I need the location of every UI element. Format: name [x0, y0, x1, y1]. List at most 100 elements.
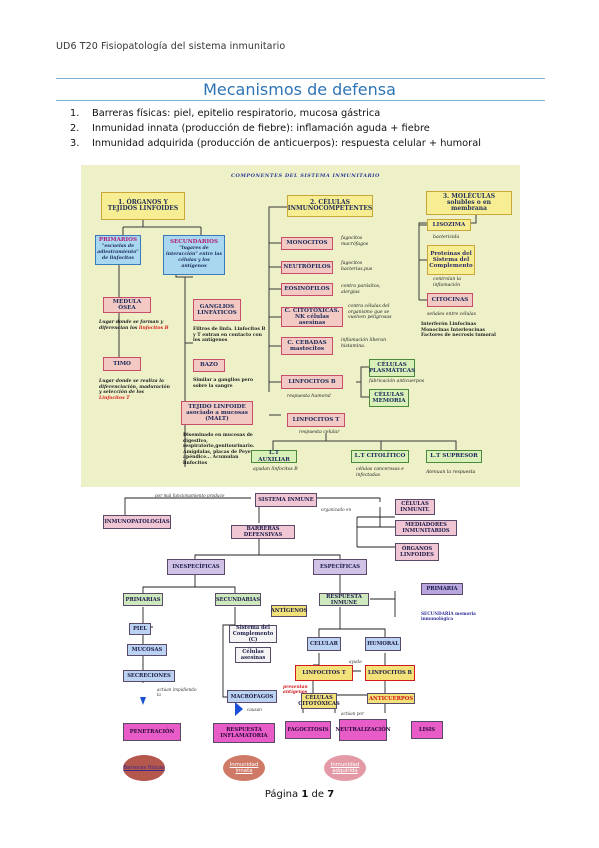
mucosas-box: MUCOSAS: [127, 644, 167, 656]
citocinas-box: CITOCINAS: [427, 293, 473, 307]
title-top-rule: [56, 78, 545, 79]
neutralizacion-box: NEUTRALIZACIÓN: [335, 719, 391, 741]
footer-separator: de: [311, 789, 325, 800]
lisozima-box: LISOZIMA: [427, 219, 471, 231]
tejido-desc: Diseminado en mucosas de digestivo, resp…: [183, 433, 255, 466]
list-item: 1. Barreras físicas: piel, epitelio respi…: [70, 106, 481, 121]
inmunidad-innata-circle: Inmunidad innata: [223, 755, 265, 781]
eosinofilos-box: EOSINÓFILOS: [281, 283, 333, 296]
citolitico-box: L.T CITOLÍTICO: [351, 450, 409, 463]
cebadas-desc: inflamación liberan histamina.: [341, 338, 387, 349]
secundaria-label: SECUNDARIA memoria inmunológica: [421, 611, 476, 621]
citotoxicas2-box: CÉLULAS CITOTÓXICAS: [298, 693, 340, 709]
humoral-box: HUMORAL: [365, 637, 401, 651]
barreras-fisicas-circle: Barreras físicas: [123, 755, 165, 781]
penetracion-box: PENETRACIÓN: [123, 723, 181, 741]
linfb-box: LINFOCITOS B: [281, 375, 343, 389]
defense-list: 1. Barreras físicas: piel, epitelio respi…: [70, 106, 481, 151]
inmunidad-adquirida-circle: Inmunidad adquirida: [324, 755, 366, 781]
footer-total-pages: 7: [327, 789, 335, 800]
ayuda-label: ayuda: [349, 659, 362, 664]
list-number: 3.: [70, 138, 80, 149]
linft-desc: respuesta celular: [299, 430, 340, 435]
asesinas-box: Células asesinas: [235, 647, 271, 663]
auxiliar-desc: ayudan linfocitos B: [253, 467, 298, 472]
inflamatoria-box: RESPUESTA INFLAMATORIA: [213, 723, 275, 743]
medula-desc: Lugar donde se forman y diferencian los …: [99, 320, 169, 331]
diagram1-title: COMPONENTES DEL SISTEMA INMUNITARIO: [231, 173, 380, 179]
plasmaticas-desc: fabricación anticuerpos: [369, 379, 425, 384]
sistema-box: SISTEMA INMUNE: [255, 493, 317, 507]
list-text: Inmunidad innata (producción de fiebre):…: [92, 123, 430, 134]
actuan-label: actúan impidiendo la: [157, 687, 197, 697]
supresor-box: L.T SUPRESOR: [426, 450, 482, 463]
citotoxicas-box: C. CITOTÓXICAS. NK células asesinas: [281, 307, 343, 327]
bazo-desc: Similar a ganglios pero sobre la sangre: [193, 378, 254, 389]
supresor-desc: Atenuan la respuesta: [426, 470, 476, 475]
neutrofilos-desc: fagocitos bacterias,pus: [341, 261, 373, 272]
medula-box: MÉDULA ÓSEA: [103, 297, 151, 313]
mediadores-box: MEDIADORES INMUNITARIOS: [395, 520, 457, 536]
list-text: Barreras físicas: piel, epitelio respira…: [92, 108, 381, 119]
ganglios-box: GANGLIOS LINFÁTICOS: [193, 299, 241, 321]
monocitos-box: MONOCITOS: [281, 237, 333, 250]
timo-desc: Lugar donde se realiza la diferenciación…: [99, 379, 170, 401]
secundarios-box: SECUNDARIOS"lugares de interacción" entr…: [163, 235, 225, 275]
footer-page-number: 1: [301, 789, 309, 800]
inmunopatologias-box: INMUNOPATOLOGÍAS: [103, 515, 171, 529]
primaria-box: PRIMARIA: [421, 583, 463, 595]
list-number: 1.: [70, 108, 80, 119]
citolitico-desc: células cancerosas e infectadas: [356, 467, 404, 478]
footer-prefix: Página: [264, 789, 299, 800]
organizado-label: organizado en: [321, 507, 352, 512]
linft2-box: LINFOCITOS T: [295, 665, 353, 681]
eosinofilos-desc: contra parásitos, alergias: [341, 284, 381, 295]
lisis-box: LISIS: [411, 721, 443, 739]
fagocitosis-box: FAGOCITOSIS: [285, 721, 331, 739]
causan-label: causan: [247, 707, 262, 712]
neutrofilos-box: NEUTRÓFILOS: [281, 261, 333, 274]
barreras-box: BARRERAS DEFENSIVAS: [231, 525, 295, 539]
moleculas-box: 3. MOLÉCULAS solubles o en membrana: [426, 191, 512, 215]
celulas-inmunit-box: CÉLULAS INMUNIT.: [395, 499, 435, 515]
complemento-box: Proteínas del Sistema del Complemento: [427, 245, 475, 275]
linfb2-box: LINFOCITOS B: [365, 665, 415, 681]
mal-func-label: por mal funcionamiento produce: [155, 493, 225, 498]
timo-box: TIMO: [103, 357, 141, 371]
cebadas-box: C. CEBADAS mastocitos: [281, 337, 333, 355]
tejido-box: TEJIDO LINFOIDE asociado a mucosas (MALT…: [181, 401, 253, 425]
macrofagos-box: MACRÓFAGOS: [227, 690, 277, 703]
linfb-desc: respuesta humoral: [287, 394, 331, 399]
list-item: 2. Inmunidad innata (producción de fiebre…: [70, 121, 481, 136]
respuesta-box: RESPUESTA INMUNE: [319, 593, 369, 606]
lisozima-desc: bactericida: [433, 235, 460, 240]
immune-system-map: SISTEMA INMUNE por mal funcionamiento pr…: [95, 487, 500, 779]
auxiliar-box: L.T AUXILIAR: [251, 450, 297, 463]
immune-components-diagram: COMPONENTES DEL SISTEMA INMUNITARIO 1. Ó…: [81, 165, 520, 487]
antigenos-box: ANTÍGENOS: [271, 605, 307, 617]
linft-box: LINFOCITOS T: [287, 413, 345, 427]
title-bottom-rule: [56, 100, 545, 101]
piel-box: PIEL: [129, 623, 151, 635]
organos-box: 1. ÓRGANOS Y TEJIDOS LINFOIDES: [101, 192, 185, 220]
celular-box: CELULAR: [307, 637, 341, 651]
page-title: Mecanismos de defensa: [203, 80, 396, 99]
citotoxicas-desc: contra células del organismo que se vuel…: [348, 304, 392, 320]
organos2-box: ÓRGANOS LINFOIDES: [395, 543, 439, 561]
secundarias-box: SECUNDARIAS: [215, 593, 261, 606]
bazo-box: BAZO: [193, 359, 225, 372]
list-item: 3.Inmunidad adquirida (producción de ant…: [70, 136, 481, 151]
presentan-label: presentan antígenos: [283, 685, 308, 695]
secreciones-box: SECRECIONES: [123, 670, 175, 682]
citocinas-list: Interferón Linfocinas Monocinas Interleu…: [421, 322, 496, 338]
primarios-box: PRIMARIOS"escuelas de adiestramiento" de…: [95, 235, 141, 265]
citocinas-desc: señales entre células: [427, 312, 476, 317]
list-number: 2.: [70, 123, 80, 134]
ganglios-desc: Filtros de linfa. Linfocitos B y T entra…: [193, 327, 266, 343]
especificas-box: ESPECÍFICAS: [313, 559, 367, 575]
complemento-desc: controlan la inflamación: [433, 277, 461, 288]
plasmaticas-box: CÉLULAS PLASMÁTICAS: [369, 359, 415, 377]
monocitos-desc: fagocitos macrófagos: [341, 236, 369, 247]
memoria-box: CÉLULAS MEMORIA: [369, 389, 409, 407]
actuan-por-label: actúan por: [341, 711, 364, 716]
